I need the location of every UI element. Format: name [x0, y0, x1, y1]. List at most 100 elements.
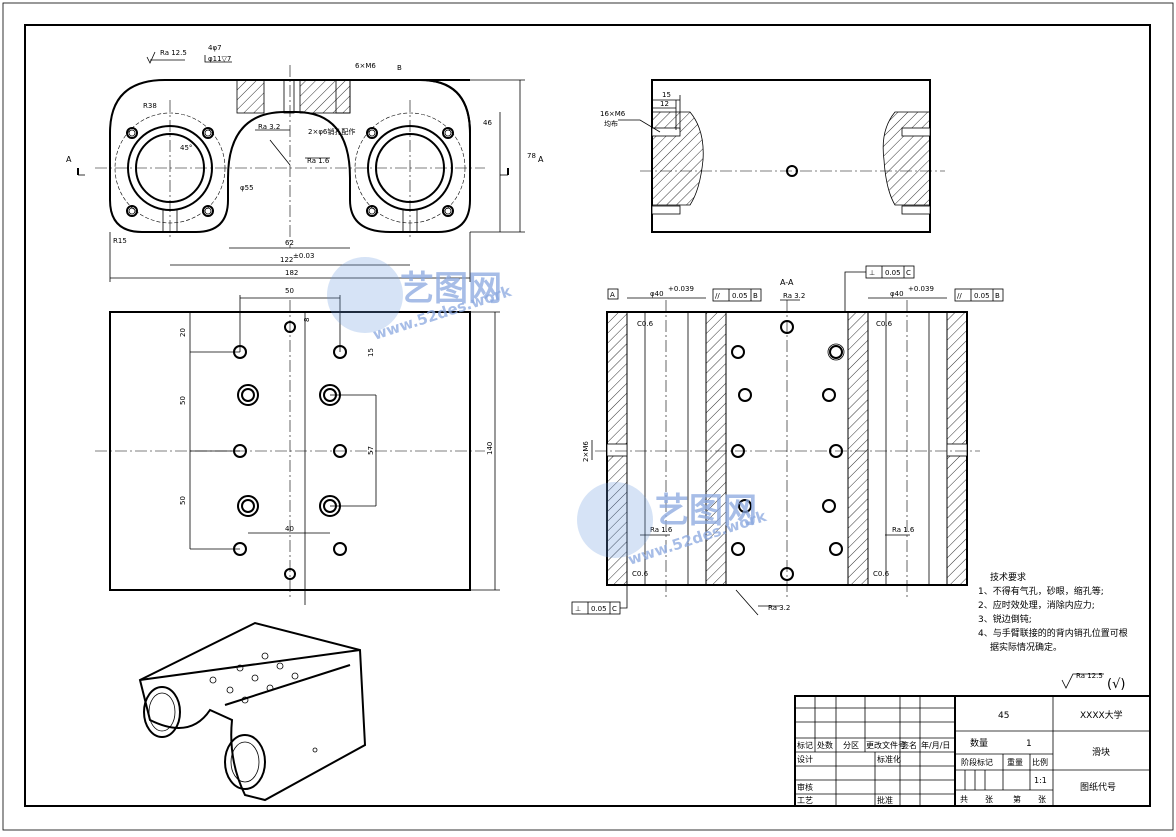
note-item-2: 2、应时效处理，消除内应力; [978, 599, 1095, 611]
top-dim-8: 8 [303, 318, 311, 322]
section-chamfer-br: C0.6 [873, 570, 890, 578]
section-tol40-left: +0.039 [668, 285, 694, 293]
front-dim-122: 122 [280, 256, 293, 264]
section-a-right: A [538, 155, 544, 164]
top-dim-50: 50 [285, 287, 294, 295]
tb-change-doc: 更改文件号 [866, 740, 906, 750]
tb-design: 设计 [797, 754, 813, 764]
tb-stage-mark: 阶段标记 [961, 757, 993, 767]
section-aa-label: A-A [780, 278, 794, 287]
section-perp-bottom: ⊥ [575, 605, 581, 613]
notes-title: 技术要求 [990, 571, 1026, 583]
front-dim-62: 62 [285, 239, 294, 247]
side-dim-12: 12 [660, 100, 669, 108]
tb-approve: 批准 [877, 795, 893, 805]
tb-date: 年/月/日 [921, 740, 950, 750]
section-perp-tol-top: 0.05 [885, 269, 901, 277]
section-tol-right: 0.05 [974, 292, 990, 300]
tb-mark: 标记 [797, 740, 813, 750]
side-dim-15: 15 [662, 91, 671, 99]
watermark-2: 艺图网 www.52des.work [577, 482, 769, 569]
section-datum-b-right: B [995, 292, 1000, 300]
section-roughness-top: Ra 3.2 [783, 292, 805, 300]
front-roughness-16: Ra 1.6 [307, 157, 330, 165]
section-datum-a: A [610, 291, 615, 299]
tb-weight: 重量 [1007, 757, 1023, 767]
tb-standard: 标准化 [877, 754, 901, 764]
side-evenly-label: 均布 [604, 119, 618, 128]
tb-scale-value: 1:1 [1034, 776, 1047, 785]
note-item-4: 4、与手臂联接的的背内销孔位置可根 [978, 627, 1128, 639]
section-perp-tol-bottom: 0.05 [591, 605, 607, 613]
general-roughness-check: (√) [1107, 677, 1125, 692]
section-parallel-right: // [957, 292, 962, 300]
top-dim-57: 57 [367, 446, 375, 455]
front-r38-label: R38 [143, 102, 157, 110]
front-angle-45: 45° [180, 144, 192, 152]
top-dim-40: 40 [285, 525, 294, 533]
section-phi40-left: φ40 [650, 290, 664, 298]
general-roughness: Ra 12.5 [1076, 672, 1103, 680]
top-dim-50b: 50 [179, 496, 187, 505]
top-dim-50a: 50 [179, 396, 187, 405]
section-perp-datum-bottom: C [612, 605, 617, 613]
front-datum-b: B [397, 64, 402, 72]
tb-division: 分区 [843, 741, 859, 750]
section-parallel-left: // [715, 292, 720, 300]
front-holes-label: 4φ7 [208, 44, 222, 52]
tb-part-name: 滑块 [1092, 746, 1110, 758]
front-roughness-32: Ra 3.2 [258, 123, 280, 131]
front-dim-182: 182 [285, 269, 298, 277]
front-thread-label: 6×M6 [355, 62, 376, 70]
watermark-globe-icon [327, 257, 403, 333]
section-roughness-right: Ra 1.6 [892, 526, 915, 534]
top-dim-20: 20 [179, 328, 187, 337]
note-item-1: 1、不得有气孔，砂眼，缩孔等; [978, 585, 1104, 597]
watermark-globe-icon-2 [577, 482, 653, 558]
watermark-1: 艺图网 www.52des.work [327, 257, 514, 344]
watermark-brand-2: 艺图网 [655, 491, 757, 531]
isometric-view [138, 621, 367, 802]
inner-border [24, 24, 1151, 807]
tb-review: 审核 [797, 782, 813, 792]
section-perp-top: ⊥ [869, 269, 875, 277]
section-chamfer-bl: C0.6 [632, 570, 649, 578]
watermark-brand: 艺图网 [400, 269, 502, 309]
note-item-3: 3、锐边倒钝; [978, 613, 1032, 625]
tb-process: 工艺 [797, 796, 813, 805]
front-roughness-label: Ra 12.5 [160, 49, 187, 57]
top-view [95, 295, 500, 605]
front-dim-78: 78 [527, 152, 536, 160]
section-thread-label: 2×M6 [582, 441, 590, 462]
section-datum-b-left: B [753, 292, 758, 300]
tb-material: 45 [998, 711, 1009, 721]
tb-total: 共 [960, 795, 968, 804]
tb-qty-label: 数量 [970, 737, 988, 749]
tb-school: XXXX大学 [1080, 709, 1123, 721]
front-pin-holes-label: 2×φ6销孔配作 [308, 127, 355, 136]
section-roughness-bottom: Ra 3.2 [768, 604, 790, 612]
tb-zone: 处数 [817, 740, 833, 750]
tb-drawing-no: 图纸代号 [1080, 781, 1116, 793]
section-view [571, 265, 1004, 616]
section-roughness-left: Ra 1.6 [650, 526, 673, 534]
side-thread-label: 16×M6 [600, 110, 626, 118]
front-dim-122-tol: ±0.03 [293, 252, 314, 260]
tb-qty-value: 1 [1026, 739, 1032, 749]
top-dim-15: 15 [367, 348, 375, 357]
tb-sheets-b: 张 [1038, 795, 1046, 804]
tb-scale: 比例 [1032, 757, 1048, 767]
section-tol-left: 0.05 [732, 292, 748, 300]
section-phi40-right: φ40 [890, 290, 904, 298]
front-dia55-label: φ55 [240, 184, 254, 192]
front-r15-label: R15 [113, 237, 127, 245]
tb-sheets: 张 [985, 795, 993, 804]
section-a-left: A [66, 155, 72, 164]
note-item-5: 据实际情况确定。 [990, 641, 1062, 653]
tb-sign: 签名 [901, 740, 917, 750]
section-chamfer-tr: C0.6 [876, 320, 893, 328]
front-view [77, 51, 525, 282]
